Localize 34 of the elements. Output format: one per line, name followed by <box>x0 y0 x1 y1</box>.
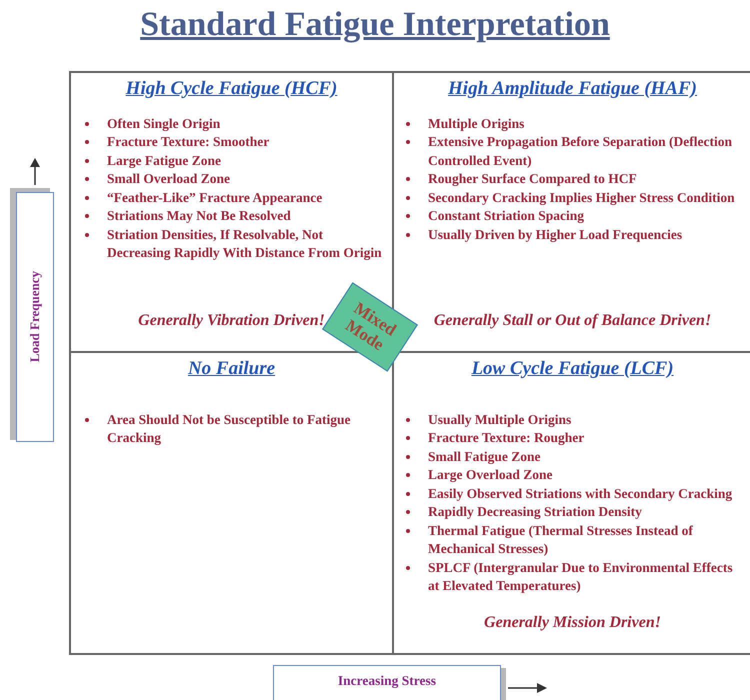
list-item: “Feather-Like” Fracture Appearance <box>107 188 322 207</box>
list-item: Usually Driven by Higher Load Frequencies <box>428 226 682 244</box>
list-item: Often Single Origin <box>107 114 220 133</box>
list-item: Rapidly Decreasing Striation Density <box>428 503 642 522</box>
axis-label: Load Frequency <box>26 271 44 363</box>
driver-note: Generally Mission Driven! <box>484 613 661 633</box>
quadrant-heading: High Amplitude Fatigue (HAF) <box>448 77 697 101</box>
list-item: Area Should Not be Susceptible to Fatigue Cracking <box>107 410 352 448</box>
list-item: Easily Observed Striations with Secondary Cracking <box>428 484 732 503</box>
list-item: Constant Striation Spacing <box>428 207 584 226</box>
list-item: Rougher Surface Compared to HCF <box>428 170 637 188</box>
list-item: Small Fatigue Zone <box>428 448 541 466</box>
axis-label-box <box>273 665 501 700</box>
list-item: Thermal Fatigue (Thermal Stresses Instead of Mechanical Stresses) <box>428 522 694 558</box>
driver-note: Generally Stall or Out of Balance Driven! <box>434 311 712 331</box>
quadrant-heading: Low Cycle Fatigue (LCF) <box>471 357 674 381</box>
list-item: Striation Densities, If Resolvable, Not Decreasing Rapidly With Distance From Origin <box>107 226 383 262</box>
list-item: Multiple Origins <box>428 114 524 133</box>
quadrant-heading: High Cycle Fatigue (HCF) <box>126 77 338 101</box>
list-item: Large Fatigue Zone <box>107 152 221 170</box>
quadrant-heading: No Failure <box>188 357 276 381</box>
list-item: Usually Multiple Origins <box>428 410 572 429</box>
list-item: Striations May Not Be Resolved <box>107 207 291 226</box>
axis-label-box <box>16 192 54 442</box>
list-item: Fracture Texture: Smoother <box>107 133 270 152</box>
title: Standard Fatigue Interpretation <box>140 5 610 45</box>
list-item: Small Overload Zone <box>107 170 230 188</box>
list-item: Fracture Texture: Rougher <box>428 429 584 448</box>
list-item: Extensive Propagation Before Separation (Deflection Controlled Event) <box>428 133 733 170</box>
list-item: Secondary Cracking Implies Higher Stress Condition <box>428 188 735 207</box>
axis-label: Increasing Stress <box>338 673 436 690</box>
list-item: SPLCF (Intergranular Due to Environmental Effects at Elevated Temperatures) <box>428 558 734 596</box>
list-item: Large Overload Zone <box>428 466 552 484</box>
driver-note: Generally Vibration Driven! <box>138 311 325 331</box>
